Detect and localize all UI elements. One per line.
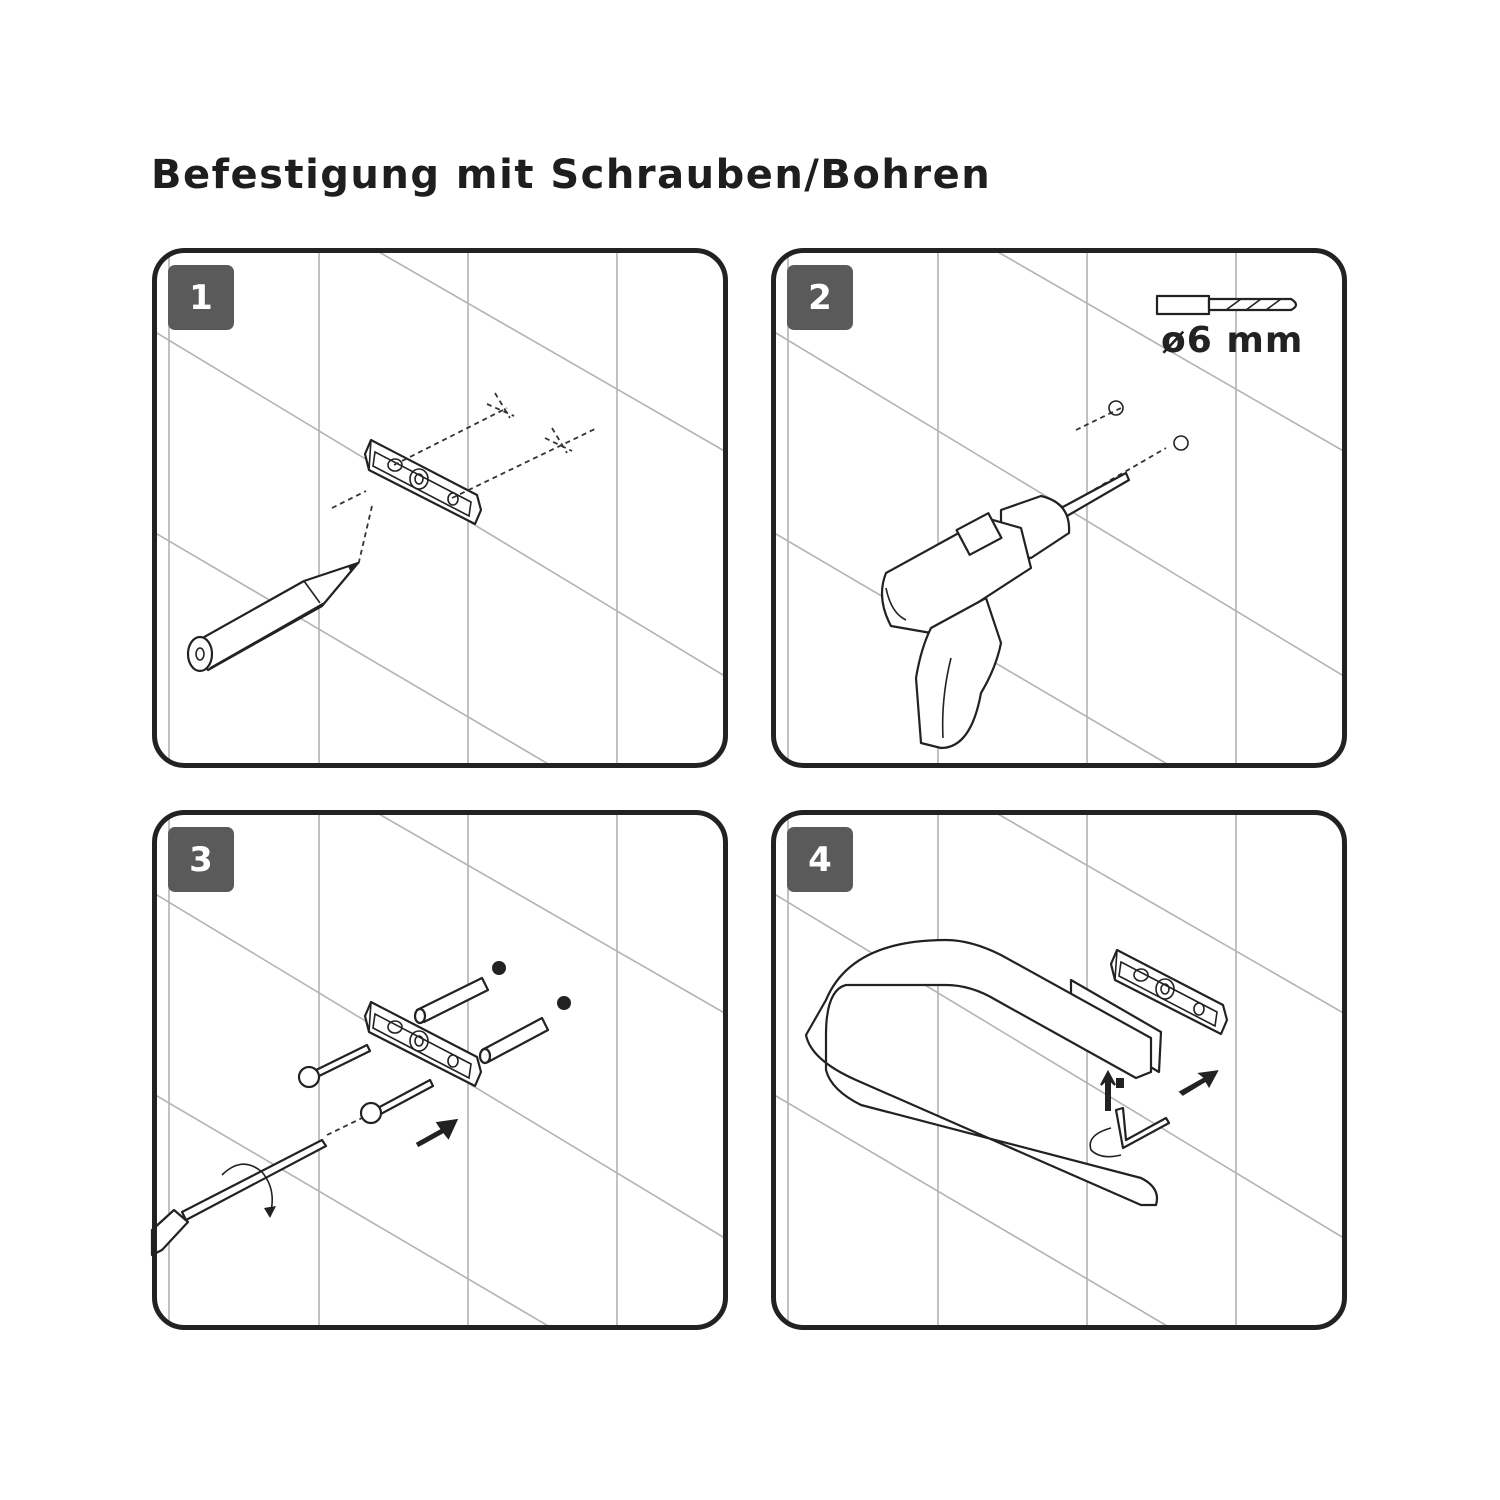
screw-icon xyxy=(297,1043,435,1125)
step-number-badge: 3 xyxy=(168,827,234,892)
step-4-panel: 4 xyxy=(771,810,1347,1330)
drill-icon xyxy=(880,471,1131,750)
panel-frame xyxy=(152,810,728,1330)
step-3-illustration xyxy=(150,813,725,1327)
panel-frame xyxy=(771,810,1347,1330)
hole-marks xyxy=(1108,400,1189,451)
pencil-icon xyxy=(186,561,360,673)
step-1-illustration xyxy=(155,251,725,765)
wall-plug-icon xyxy=(413,976,550,1065)
guide-dashed-lines xyxy=(326,1117,363,1136)
guide-dashed-lines xyxy=(331,407,598,567)
drill-size-label: ø6 mm xyxy=(1161,320,1304,361)
step-2-illustration xyxy=(774,251,1344,765)
arrow-icon xyxy=(1178,1070,1219,1096)
step-1-panel: 1 xyxy=(152,248,728,768)
arrow-up-icon xyxy=(1100,1069,1116,1111)
step-3-panel: 3 xyxy=(150,810,728,1330)
drill-bit-icon xyxy=(1155,294,1298,316)
step-4-illustration xyxy=(774,813,1344,1327)
step-number-badge: 2 xyxy=(787,265,853,330)
step-number-badge: 1 xyxy=(168,265,234,330)
panel-frame xyxy=(152,248,728,768)
arrow-icon xyxy=(415,1118,459,1148)
step-number-badge: 4 xyxy=(787,827,853,892)
step-2-panel: 2 ø6 mm xyxy=(771,248,1347,768)
paper-holder-icon xyxy=(804,938,1163,1207)
panel-frame xyxy=(771,248,1347,768)
hex-key-icon xyxy=(1089,1078,1171,1158)
page-title: Befestigung mit Schrauben/Bohren xyxy=(151,152,992,198)
hole-marks xyxy=(492,961,571,1010)
